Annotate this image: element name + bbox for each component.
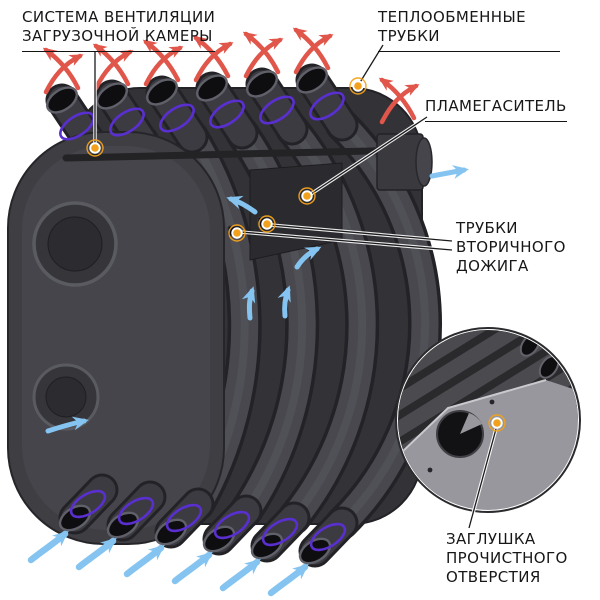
callout-label-flame-arrestor: ПЛАМЕГАСИТЕЛЬ — [425, 97, 567, 123]
marker-vent-system — [86, 139, 104, 157]
screw — [427, 467, 433, 473]
zoom-inset-border — [395, 327, 581, 513]
zoom-inset — [395, 327, 581, 513]
marker-heat-tubes — [349, 77, 367, 95]
callout-label-heat-tubes: ТЕПЛООБМЕННЫЕ ТРУБКИ — [378, 8, 560, 53]
marker-cleanout-plug — [488, 414, 506, 432]
callout-label-cleanout-plug: ЗАГЛУШКА ПРОЧИСТНОГО ОТВЕРСТИЯ — [446, 530, 568, 587]
zoom-inset-content — [398, 330, 578, 510]
callout-markers — [86, 77, 506, 432]
marker-secondary-tube-2 — [228, 224, 246, 242]
screw — [489, 399, 495, 405]
callout-label-vent-system: СИСТЕМА ВЕНТИЛЯЦИИ ЗАГРУЗОЧНОЙ КАМЕРЫ — [22, 8, 216, 53]
top-tube-outlets — [45, 63, 359, 162]
callout-leader-lines — [93, 44, 498, 529]
callout-label-secondary-tubes: ТРУБКИ ВТОРИЧНОГО ДОЖИГА — [456, 219, 566, 276]
marker-secondary-tube-1 — [258, 215, 276, 233]
cold-air-arrows — [31, 165, 469, 593]
stove-front-face — [7, 131, 225, 545]
marker-flame-arrestor — [298, 187, 316, 205]
bottom-tube-inlets — [58, 473, 359, 568]
tube-ring-markers — [59, 91, 347, 552]
vent-rod — [62, 133, 433, 191]
